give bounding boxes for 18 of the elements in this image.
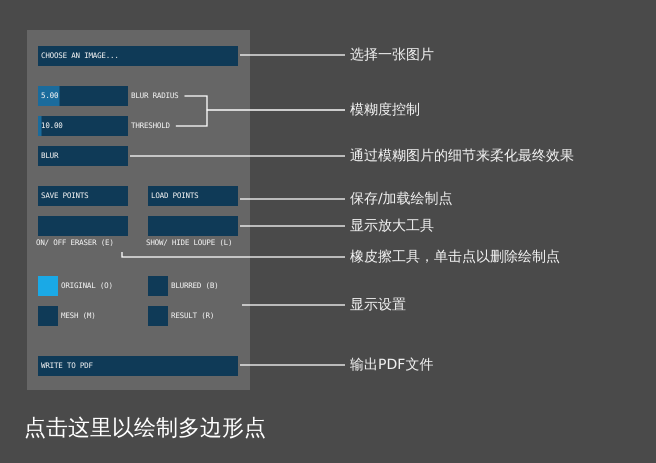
annotation-text: 显示设置 bbox=[346, 295, 406, 315]
control-panel bbox=[27, 30, 250, 390]
leader-line bbox=[130, 155, 345, 157]
leader-line bbox=[242, 304, 345, 306]
annotation-text: 保存/加载绘制点 bbox=[346, 189, 453, 209]
annotation-text: 选择一张图片 bbox=[346, 45, 434, 65]
leader-line bbox=[240, 225, 345, 227]
annotation-text: 模糊度控制 bbox=[346, 100, 420, 120]
leader-line bbox=[240, 364, 345, 366]
annotation-text: 输出PDF文件 bbox=[346, 355, 434, 375]
leader-line bbox=[121, 252, 345, 258]
leader-line bbox=[176, 109, 345, 127]
leader-line bbox=[240, 198, 345, 200]
instruction-text: 点击这里以绘制多边形点 bbox=[24, 415, 266, 443]
annotation-text: 通过模糊图片的细节来柔化最终效果 bbox=[346, 146, 574, 166]
annotation-text: 显示放大工具 bbox=[346, 216, 434, 236]
annotation-text: 橡皮擦工具，单击点以删除绘制点 bbox=[346, 247, 560, 267]
leader-line bbox=[240, 54, 345, 56]
